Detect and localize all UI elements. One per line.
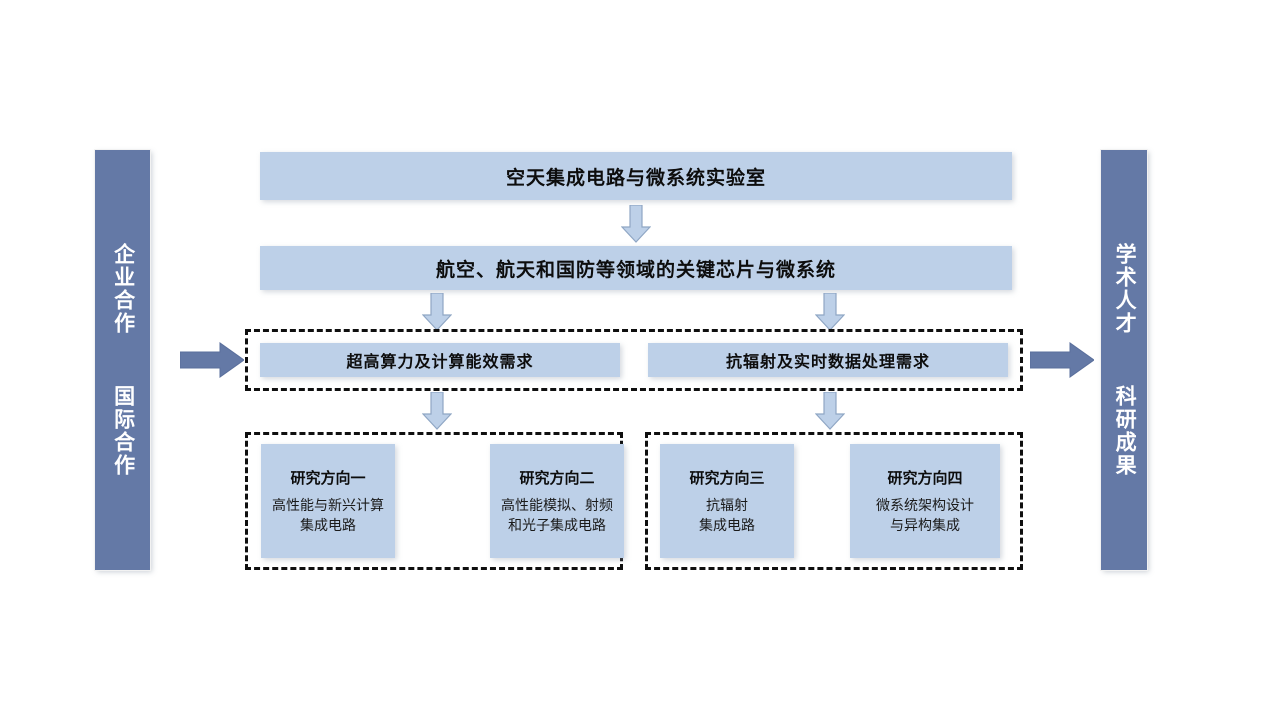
application-field-box: 航空、航天和国防等领域的关键芯片与微系统	[260, 246, 1012, 290]
down-arrow-field-to-need1-icon	[422, 293, 452, 331]
down-arrow-lab-to-field-icon	[621, 205, 651, 243]
right-arrow-input-icon	[180, 341, 244, 379]
research-direction-card-1: 研究方向一 高性能与新兴计算 集成电路	[261, 444, 395, 558]
research-direction-2-title: 研究方向二	[519, 469, 595, 487]
research-direction-3-desc: 抗辐射 集成电路	[699, 496, 755, 533]
down-arrow-field-to-need2-icon	[815, 293, 845, 331]
need-2-label: 抗辐射及实时数据处理需求	[725, 354, 930, 371]
sidebar-right-label: 学术人才 科研成果	[1113, 243, 1137, 477]
research-direction-4-desc: 微系统架构设计 与异构集成	[876, 496, 974, 533]
right-arrow-output-icon	[1030, 341, 1094, 379]
directions-group-right-container	[645, 432, 1023, 570]
research-direction-card-3: 研究方向三 抗辐射 集成电路	[660, 444, 794, 558]
sidebar-right-outcomes: 学术人才 科研成果	[1101, 150, 1147, 570]
need-box-2: 抗辐射及实时数据处理需求	[648, 343, 1008, 377]
research-direction-4-title: 研究方向四	[887, 469, 963, 487]
research-direction-1-title: 研究方向一	[290, 469, 366, 487]
need-box-1: 超高算力及计算能效需求	[260, 343, 620, 377]
need-1-label: 超高算力及计算能效需求	[346, 354, 534, 371]
research-direction-card-2: 研究方向二 高性能模拟、射频 和光子集成电路	[490, 444, 624, 558]
sidebar-left-label: 企业合作 国际合作	[111, 243, 135, 477]
down-arrow-need1-to-directions-icon	[422, 392, 452, 430]
research-direction-2-desc: 高性能模拟、射频 和光子集成电路	[501, 496, 613, 533]
needs-group-container	[245, 329, 1023, 391]
lab-title-box: 空天集成电路与微系统实验室	[260, 152, 1012, 200]
application-field-label: 航空、航天和国防等领域的关键芯片与微系统	[435, 259, 836, 281]
down-arrow-need2-to-directions-icon	[815, 392, 845, 430]
sidebar-left-collaboration: 企业合作 国际合作	[95, 150, 150, 570]
research-direction-1-desc: 高性能与新兴计算 集成电路	[272, 496, 384, 533]
research-direction-3-title: 研究方向三	[689, 469, 765, 487]
lab-title-label: 空天集成电路与微系统实验室	[505, 167, 766, 189]
research-direction-card-4: 研究方向四 微系统架构设计 与异构集成	[850, 444, 1000, 558]
